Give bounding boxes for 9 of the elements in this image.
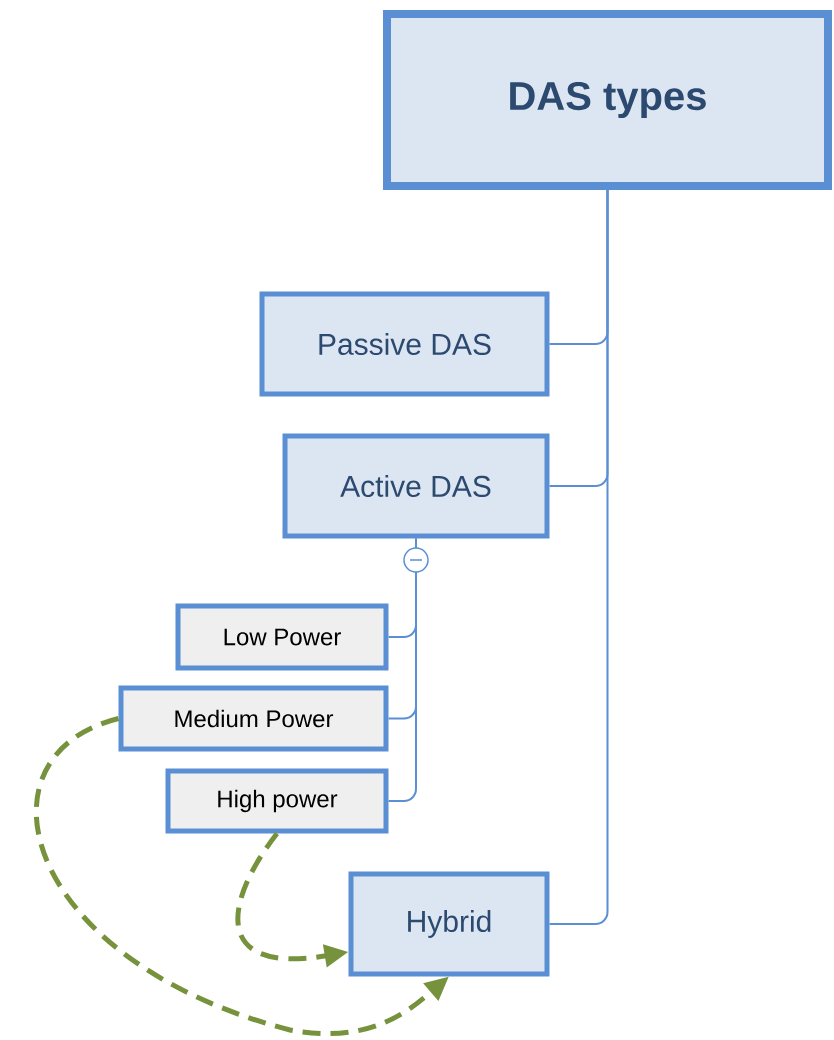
topic-box: High power <box>165 768 389 834</box>
topic-box: DAS types <box>383 10 832 190</box>
topic-box: Medium Power <box>118 685 389 752</box>
topic-box: Low Power <box>175 603 389 671</box>
connector-line <box>387 537 417 802</box>
connector-line <box>548 189 609 925</box>
topic-box: Passive DAS <box>259 291 550 397</box>
topic-box: Hybrid <box>348 871 550 977</box>
topic-box: Active DAS <box>282 433 550 539</box>
